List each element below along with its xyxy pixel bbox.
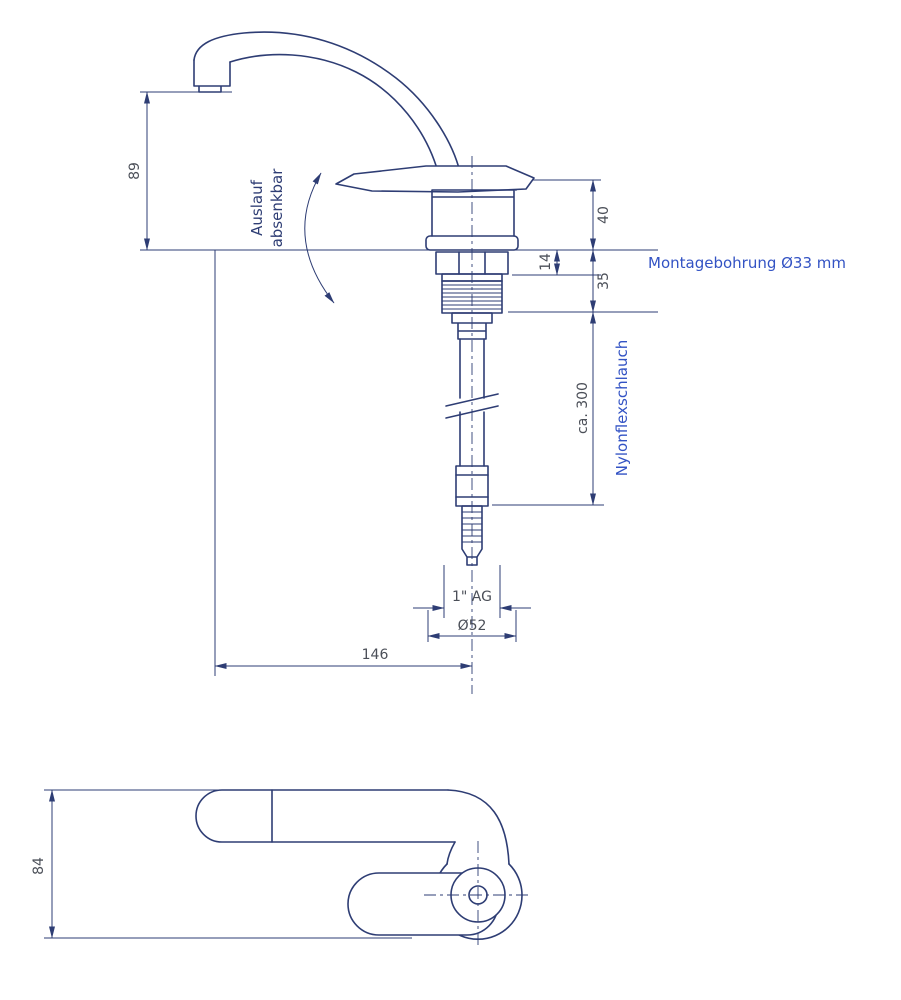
dimensions-side xyxy=(140,91,658,676)
adapter-fitting xyxy=(451,312,493,340)
dim-84-label: 84 xyxy=(31,857,47,875)
dim-thread-label: 1" AG xyxy=(452,589,492,605)
labels-side: 89 40 14 35 ca. 300 1" AG Ø52 146 Auslau… xyxy=(127,162,846,663)
dimensions-top: 84 xyxy=(31,789,412,939)
spout-outline xyxy=(193,31,461,173)
mounting-hole-label: Montagebohrung Ø33 mm xyxy=(648,254,846,272)
dim-40-label: 40 xyxy=(596,206,612,224)
elbow-inner-edge xyxy=(446,841,456,865)
elbow-outer-edge xyxy=(447,789,510,865)
swivel-arrow xyxy=(304,172,335,304)
swivel-label-line2: absenkbar xyxy=(268,168,286,248)
dim-35-label: 35 xyxy=(596,272,612,290)
dim-dia52-label: Ø52 xyxy=(458,618,487,634)
flex-hose xyxy=(459,338,485,467)
spout-nozzle xyxy=(193,59,231,93)
dim-146-label: 146 xyxy=(362,647,389,663)
spout-arm-top xyxy=(195,789,456,843)
handle-lever xyxy=(335,165,535,193)
hose-type-label: Nylonflexschlauch xyxy=(613,340,631,476)
side-view: 89 40 14 35 ca. 300 1" AG Ø52 146 Auslau… xyxy=(127,31,846,694)
top-view: 84 xyxy=(31,789,532,949)
nut-facet-lines xyxy=(458,251,486,275)
dim-89-label: 89 xyxy=(127,162,143,180)
dim-14-label: 14 xyxy=(538,253,554,271)
body-outline xyxy=(431,189,515,237)
dim-ca300-label: ca. 300 xyxy=(575,382,591,434)
swivel-label-line1: Auslauf xyxy=(248,179,266,235)
barb-connector xyxy=(461,505,483,566)
